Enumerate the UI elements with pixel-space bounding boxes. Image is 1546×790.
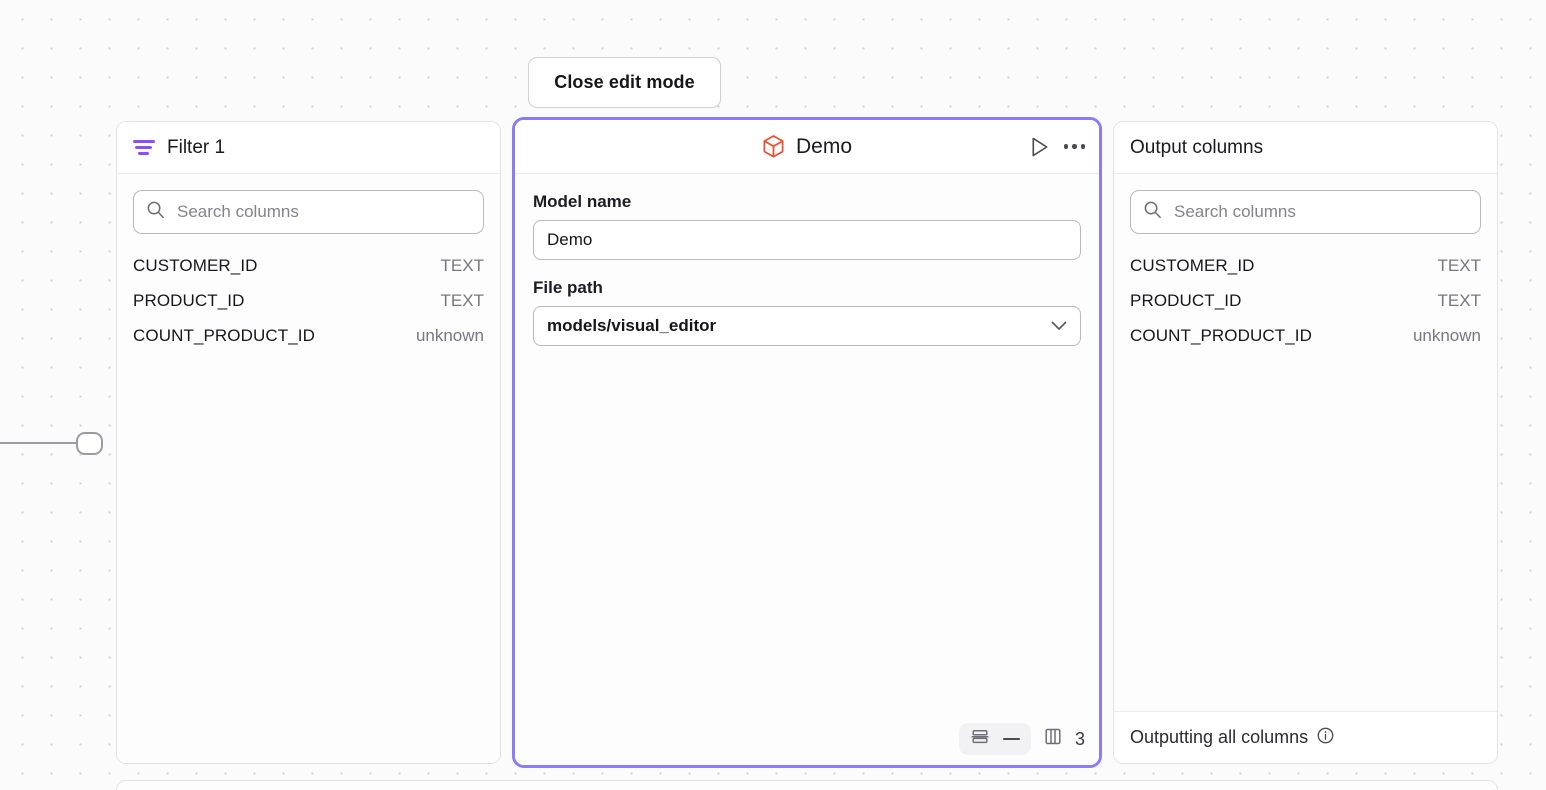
table-row[interactable]: COUNT_PRODUCT_ID unknown — [133, 318, 484, 353]
output-footer-label: Outputting all columns — [1130, 727, 1309, 747]
output-search-wrap — [1114, 174, 1497, 234]
output-panel-header: Output columns — [1114, 122, 1497, 174]
search-icon — [146, 200, 165, 224]
output-column-list: CUSTOMER_ID TEXT PRODUCT_ID TEXT COUNT_P… — [1114, 234, 1497, 353]
table-row[interactable]: CUSTOMER_ID TEXT — [133, 248, 484, 283]
file-path-value: models/visual_editor — [547, 316, 717, 335]
column-name: PRODUCT_ID — [1130, 291, 1242, 310]
model-header-actions — [1029, 136, 1085, 158]
column-name: PRODUCT_ID — [133, 291, 245, 310]
columns-count: 3 — [1074, 728, 1085, 749]
filter-panel-title: Filter 1 — [167, 136, 226, 158]
connection-knob[interactable] — [76, 432, 103, 455]
model-name-field[interactable] — [533, 220, 1081, 260]
connection-line — [0, 442, 78, 444]
rows-indicator[interactable] — [958, 723, 1031, 755]
column-name: CUSTOMER_ID — [133, 256, 258, 275]
model-panel-header: Demo — [515, 120, 1099, 174]
close-edit-mode-button[interactable]: Close edit mode — [528, 57, 721, 108]
chevron-down-icon — [1051, 316, 1067, 336]
filter-panel[interactable]: Filter 1 CUSTOMER_ID TEXT — [116, 121, 501, 764]
connection-handle[interactable] — [0, 432, 104, 455]
output-footer: Outputting all columns — [1114, 711, 1497, 763]
play-icon[interactable] — [1029, 136, 1050, 158]
output-panel-title: Output columns — [1130, 136, 1264, 158]
filter-panel-header: Filter 1 — [117, 122, 500, 174]
file-path-select[interactable]: models/visual_editor — [533, 306, 1081, 346]
output-search-box[interactable] — [1130, 190, 1481, 234]
output-search-input[interactable] — [1174, 202, 1468, 222]
filter-search-box[interactable] — [133, 190, 484, 234]
column-type: TEXT — [440, 256, 484, 275]
model-footer: 3 — [958, 723, 1085, 755]
filter-search-input[interactable] — [177, 202, 471, 222]
table-row[interactable]: CUSTOMER_ID TEXT — [1130, 248, 1481, 283]
filter-icon — [133, 140, 155, 155]
model-form: Model name File path models/visual_edito… — [515, 174, 1099, 346]
output-panel-body: CUSTOMER_ID TEXT PRODUCT_ID TEXT COUNT_P… — [1114, 174, 1497, 763]
more-options-icon[interactable] — [1063, 144, 1085, 149]
column-name: CUSTOMER_ID — [1130, 256, 1255, 275]
columns-icon — [1043, 726, 1063, 752]
model-panel[interactable]: Demo Model name File path — [512, 117, 1102, 768]
filter-search-wrap — [117, 174, 500, 234]
column-type: unknown — [1412, 326, 1481, 345]
output-columns-panel[interactable]: Output columns CUSTOMER_ID TEXT — [1113, 121, 1498, 764]
column-type: TEXT — [1437, 256, 1481, 275]
model-name-input[interactable] — [547, 230, 1067, 250]
column-type: TEXT — [440, 291, 484, 310]
filter-column-list: CUSTOMER_ID TEXT PRODUCT_ID TEXT COUNT_P… — [117, 234, 500, 353]
bottom-panel-partial[interactable] — [116, 780, 1498, 790]
filter-panel-body: CUSTOMER_ID TEXT PRODUCT_ID TEXT COUNT_P… — [117, 174, 500, 763]
search-icon — [1143, 200, 1162, 224]
rows-value — [1002, 737, 1020, 741]
table-row[interactable]: PRODUCT_ID TEXT — [1130, 283, 1481, 318]
file-path-label: File path — [533, 278, 603, 297]
column-name: COUNT_PRODUCT_ID — [1130, 326, 1313, 345]
cube-icon — [762, 134, 785, 159]
table-row[interactable]: COUNT_PRODUCT_ID unknown — [1130, 318, 1481, 353]
model-panel-title: Demo — [795, 134, 853, 158]
table-row[interactable]: PRODUCT_ID TEXT — [133, 283, 484, 318]
info-icon[interactable] — [1316, 726, 1335, 750]
model-name-label: Model name — [533, 192, 632, 211]
column-name: COUNT_PRODUCT_ID — [133, 326, 316, 345]
model-panel-body: Model name File path models/visual_edito… — [515, 174, 1099, 765]
column-type: TEXT — [1437, 291, 1481, 310]
column-type: unknown — [415, 326, 484, 345]
rows-icon — [970, 727, 990, 752]
